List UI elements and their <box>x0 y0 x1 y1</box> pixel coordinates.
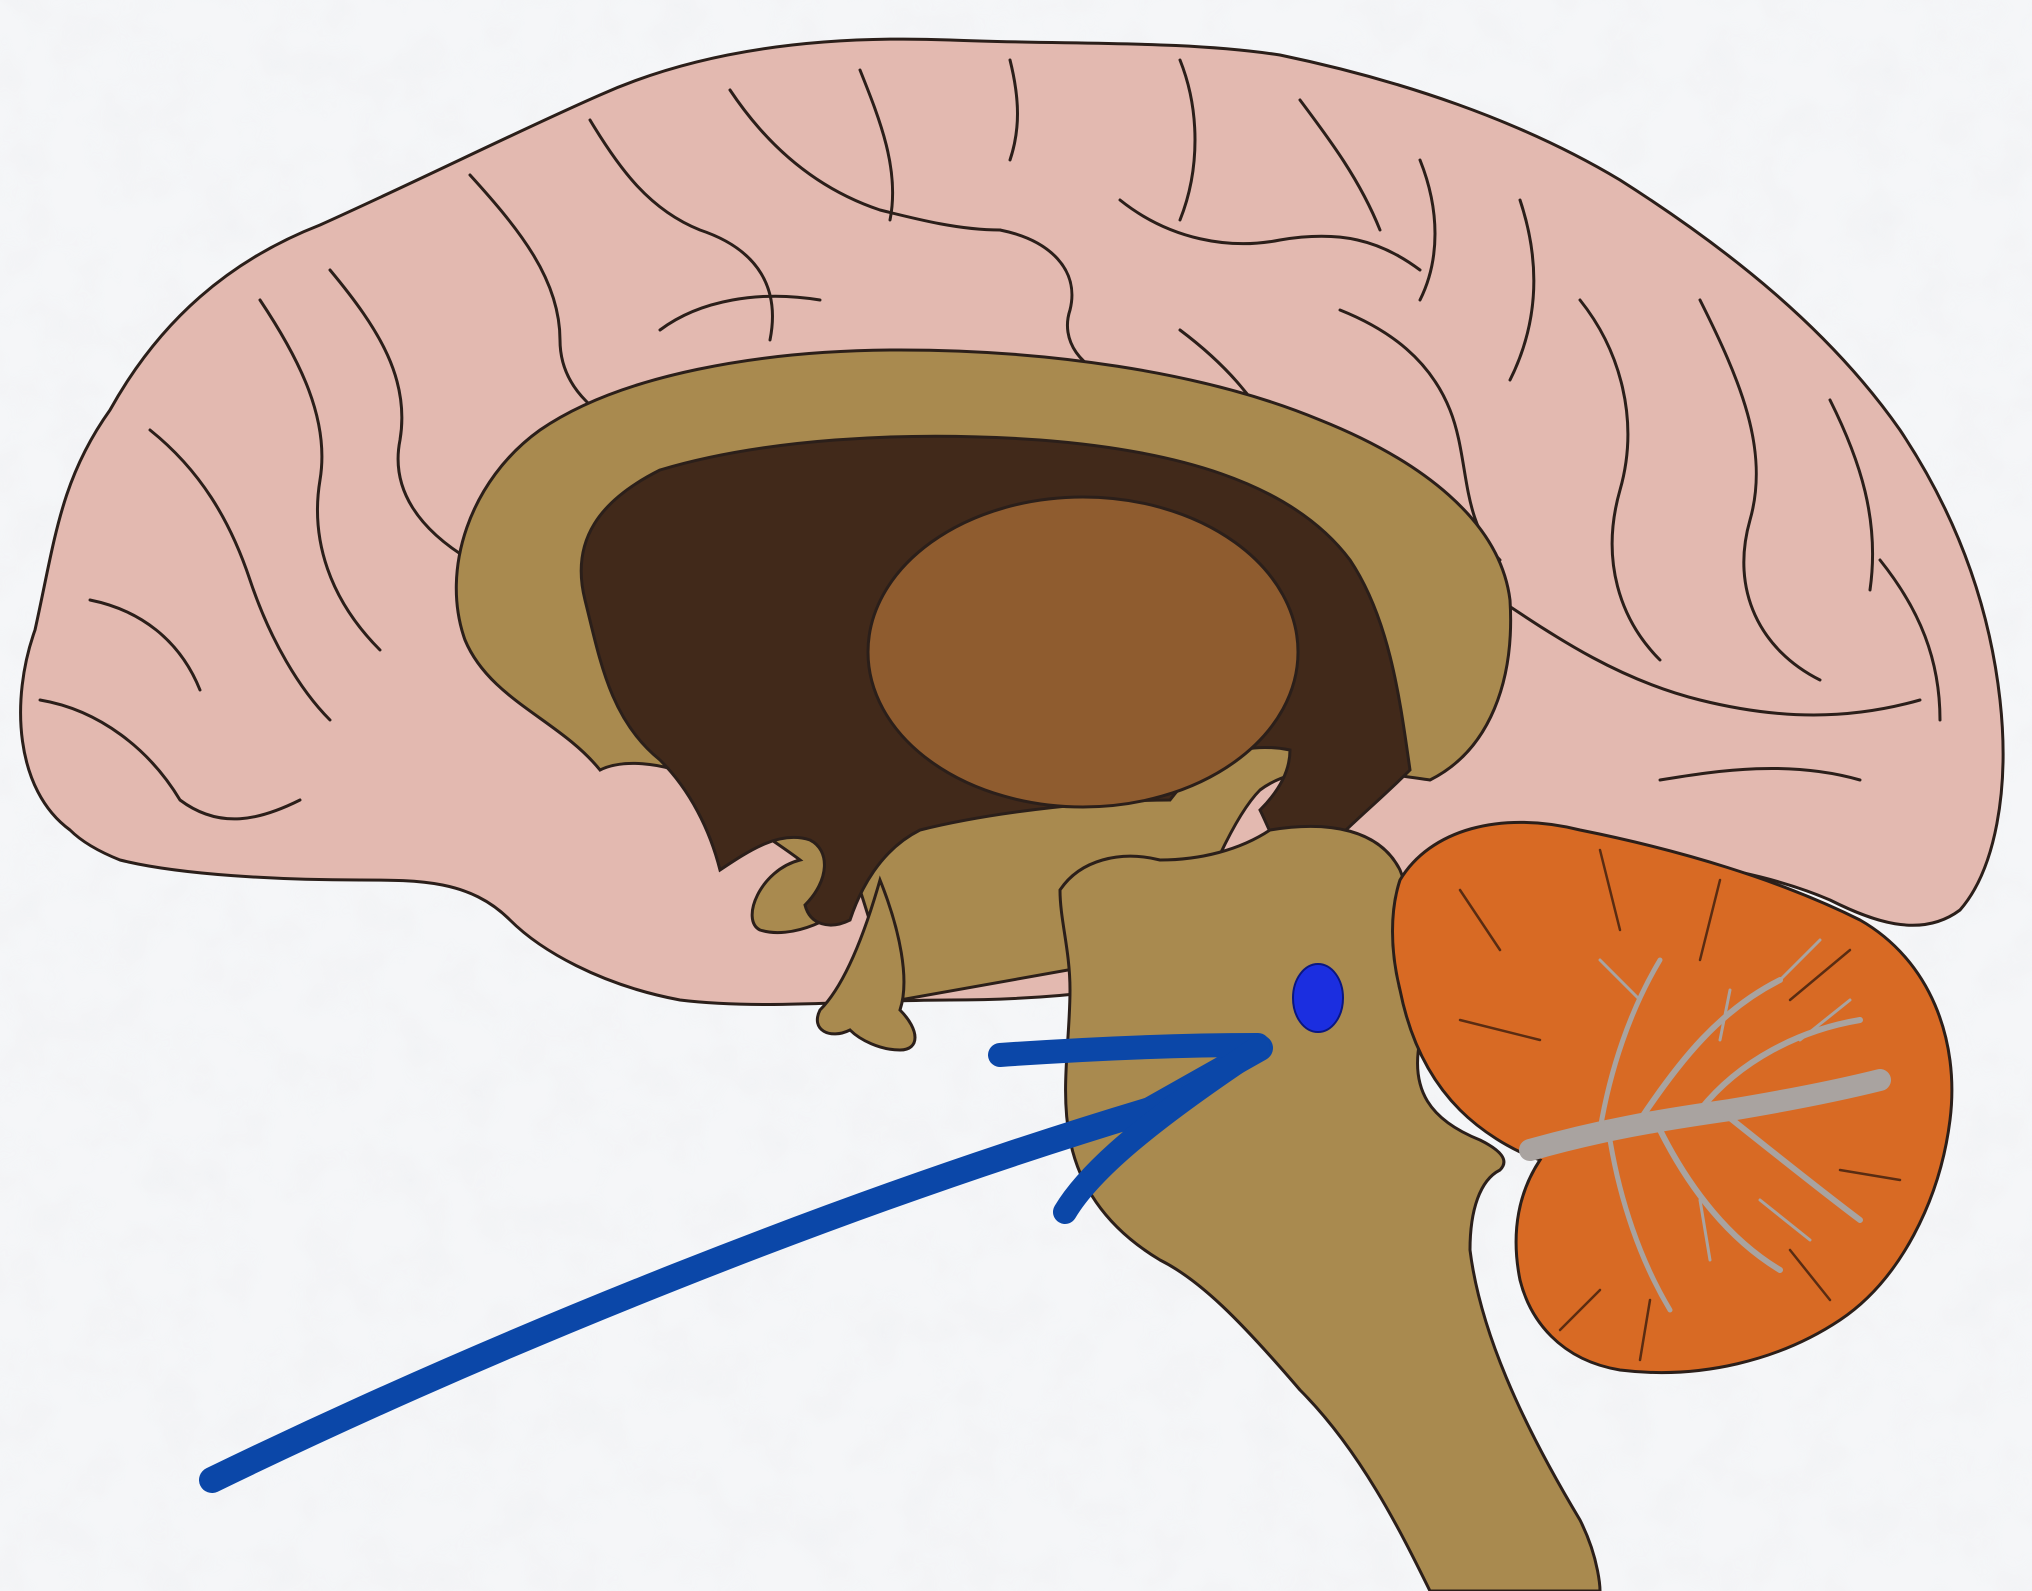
thalamus <box>868 497 1298 807</box>
highlight-marker <box>1293 964 1343 1032</box>
arrow-head-upper <box>1000 1045 1258 1055</box>
